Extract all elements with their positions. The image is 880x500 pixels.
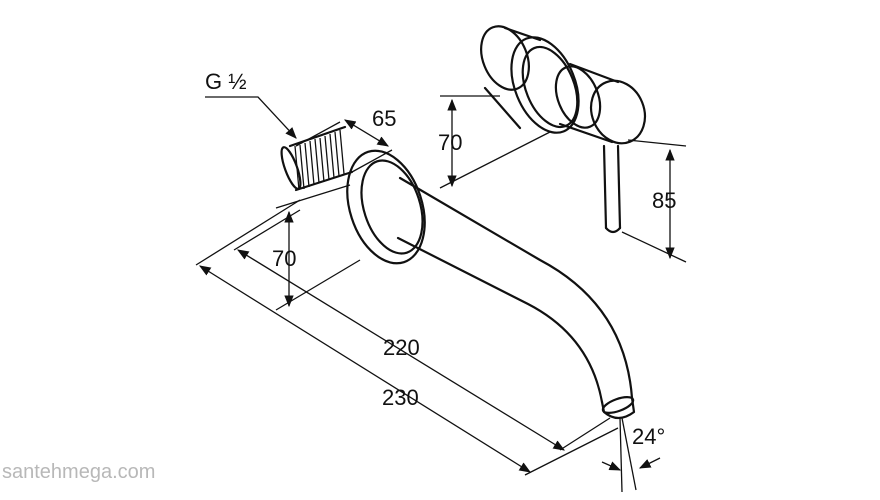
thread-callout: G ½ [205,69,297,139]
thread-label: G ½ [205,69,247,94]
dim-65: 65 [295,106,396,173]
dim-24-deg: 24° [601,417,665,493]
dim-spout-projection-inner: 220 [383,335,420,360]
spout [280,125,636,420]
dim-thread-length: 65 [372,106,396,131]
threaded-connection [280,125,354,192]
dim-mixer-height: 70 [438,130,462,155]
dim-spout-height: 70 [272,246,296,271]
dim-70-mixer: 70 [438,95,551,189]
dim-handle-height: 85 [652,188,676,213]
dim-spout-projection-outer: 230 [382,385,419,410]
dim-outlet-angle: 24° [632,424,665,449]
dim-85: 85 [621,139,687,263]
dim-70-spout: 70 [272,184,361,311]
mixer-body [480,25,647,234]
watermark: santehmega.com [2,461,155,483]
dim-220-230: 220 230 [195,199,619,476]
